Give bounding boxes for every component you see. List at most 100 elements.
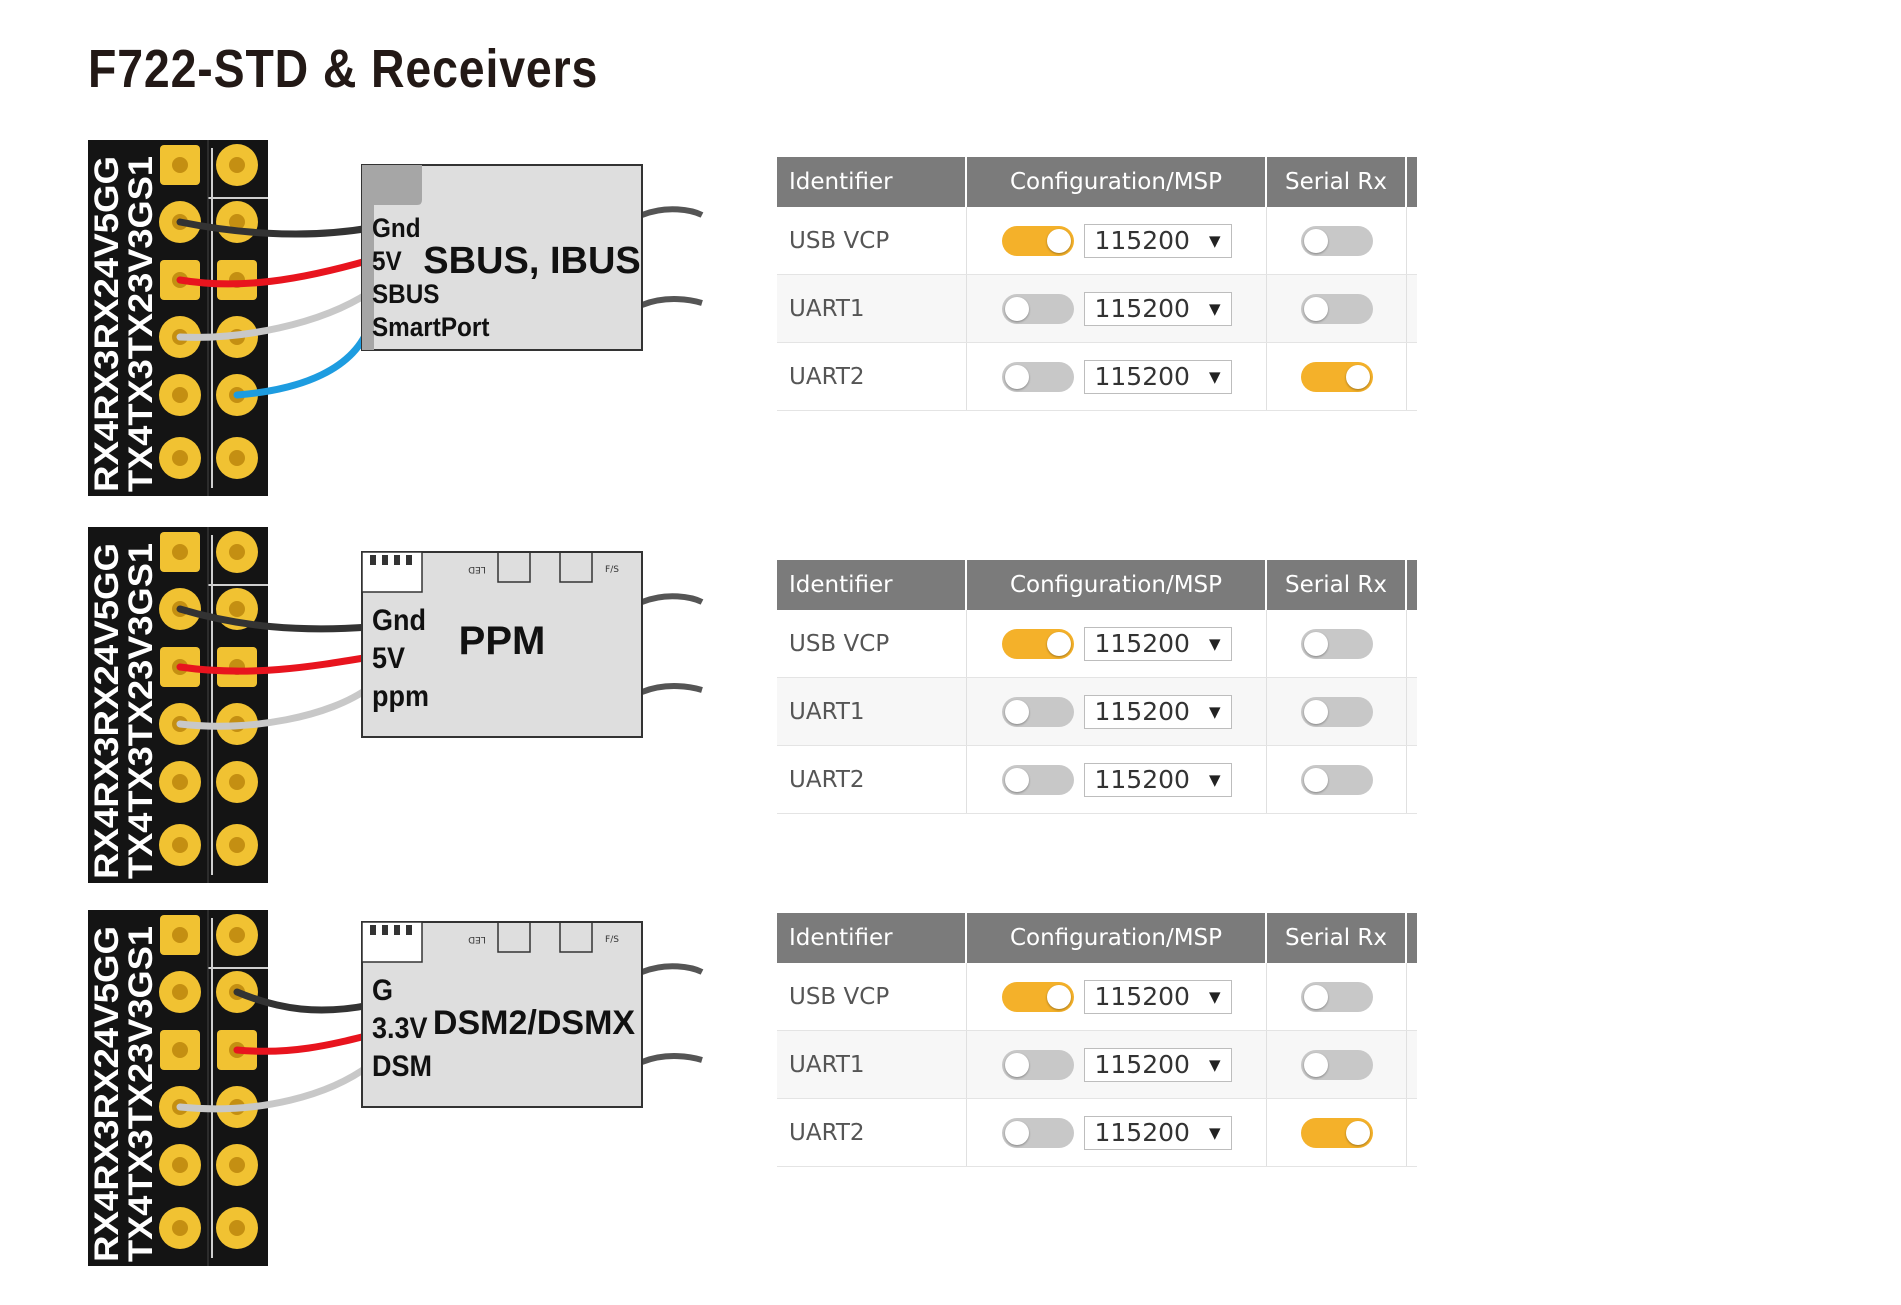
port-identifier: UART1 (777, 678, 967, 745)
table-row: USB VCP 115200▼ (777, 610, 1417, 678)
antenna (640, 963, 704, 975)
port-identifier: UART1 (777, 275, 967, 342)
wire-5v (176, 256, 374, 288)
msp-cell: 115200▼ (967, 1099, 1267, 1166)
table-row: UART1 115200▼ (777, 678, 1417, 746)
pad-hole (172, 1220, 188, 1236)
board-right-labels: TX4TX3TX23V3GS1 (122, 926, 160, 1262)
wire-sbus (176, 288, 374, 341)
serial-rx-cell (1267, 678, 1407, 745)
antenna (640, 593, 704, 605)
receiver-pin-label: 3.3V (372, 1012, 428, 1046)
receiver-pin-label: DSM (372, 1050, 432, 1084)
column-header: Serial Rx (1267, 157, 1407, 207)
serial-rx-toggle[interactable] (1300, 361, 1373, 392)
receiver-pin-label: ppm (372, 680, 429, 714)
column-header: Serial Rx (1267, 560, 1407, 610)
antenna (640, 296, 703, 308)
table-row: USB VCP 115200▼ (777, 963, 1417, 1031)
wire-dsm (176, 1061, 374, 1113)
baud-select[interactable]: 115200▼ (1083, 694, 1232, 729)
msp-toggle[interactable] (1001, 981, 1074, 1012)
port-identifier: USB VCP (777, 963, 967, 1030)
dropdown-arrow-icon: ▼ (1208, 987, 1221, 1006)
msp-toggle[interactable] (1001, 1117, 1074, 1148)
baud-select[interactable]: 115200▼ (1083, 359, 1232, 394)
baud-select[interactable]: 115200▼ (1083, 626, 1232, 661)
msp-cell: 115200▼ (967, 275, 1267, 342)
led-window (497, 921, 531, 953)
msp-toggle[interactable] (1001, 764, 1074, 795)
pad-hole (172, 157, 188, 173)
pad-hole (229, 1220, 245, 1236)
serial-rx-toggle[interactable] (1300, 225, 1373, 256)
msp-toggle[interactable] (1001, 361, 1074, 392)
antenna (640, 1053, 703, 1065)
serial-rx-cell (1267, 963, 1407, 1030)
port-identifier: UART2 (777, 1099, 967, 1166)
wire-gnd (176, 218, 374, 238)
msp-toggle[interactable] (1001, 225, 1074, 256)
board-right-labels: TX4TX3TX23V3GS1 (122, 543, 160, 879)
receiver-pin-label: Gnd (372, 214, 421, 243)
dropdown-arrow-icon: ▼ (1208, 231, 1221, 250)
pad-hole (172, 1157, 188, 1173)
baud-select[interactable]: 115200▼ (1083, 223, 1232, 258)
page-title: F722-STD & Receivers (88, 39, 599, 99)
msp-cell: 115200▼ (967, 963, 1267, 1030)
serial-rx-toggle[interactable] (1300, 1117, 1373, 1148)
column-header: Identifier (777, 560, 967, 610)
baud-select[interactable]: 115200▼ (1083, 1047, 1232, 1082)
serial-rx-toggle[interactable] (1300, 1049, 1373, 1080)
baud-select[interactable]: 115200▼ (1083, 979, 1232, 1014)
serial-rx-cell (1267, 275, 1407, 342)
dropdown-arrow-icon: ▼ (1208, 299, 1221, 318)
baud-select[interactable]: 115200▼ (1083, 1115, 1232, 1150)
table-row: UART2 115200▼ (777, 343, 1417, 411)
baud-select[interactable]: 115200▼ (1083, 762, 1232, 797)
serial-rx-toggle[interactable] (1300, 696, 1373, 727)
msp-toggle[interactable] (1001, 1049, 1074, 1080)
baud-select[interactable]: 115200▼ (1083, 291, 1232, 326)
serial-rx-toggle[interactable] (1300, 293, 1373, 324)
column-header: Configuration/MSP (967, 560, 1267, 610)
wire-ppm (176, 683, 374, 730)
pad-hole (229, 157, 245, 173)
serial-rx-cell (1267, 1099, 1407, 1166)
pad-hole (172, 544, 188, 560)
port-identifier: USB VCP (777, 610, 967, 677)
pad-hole (229, 450, 245, 466)
serial-rx-toggle[interactable] (1300, 981, 1373, 1012)
dropdown-arrow-icon: ▼ (1208, 634, 1221, 653)
msp-cell: 115200▼ (967, 678, 1267, 745)
board-left-labels: RX4RX3RX24V5GG (88, 543, 126, 879)
serial-rx-toggle[interactable] (1300, 764, 1373, 795)
receiver-pin-label: 5V (372, 247, 402, 276)
column-header: Serial Rx (1267, 913, 1407, 963)
msp-cell: 115200▼ (967, 610, 1267, 677)
pad-hole (172, 450, 188, 466)
pad-hole (172, 984, 188, 1000)
port-identifier: UART2 (777, 343, 967, 410)
serial-rx-cell (1267, 343, 1407, 410)
msp-toggle[interactable] (1001, 293, 1074, 324)
dropdown-arrow-icon: ▼ (1208, 702, 1221, 721)
serial-rx-cell (1267, 207, 1407, 274)
column-header: Identifier (777, 157, 967, 207)
serial-rx-toggle[interactable] (1300, 628, 1373, 659)
receiver-name: PPM (459, 619, 546, 663)
msp-toggle[interactable] (1001, 628, 1074, 659)
msp-toggle[interactable] (1001, 696, 1074, 727)
pad-hole (229, 927, 245, 943)
